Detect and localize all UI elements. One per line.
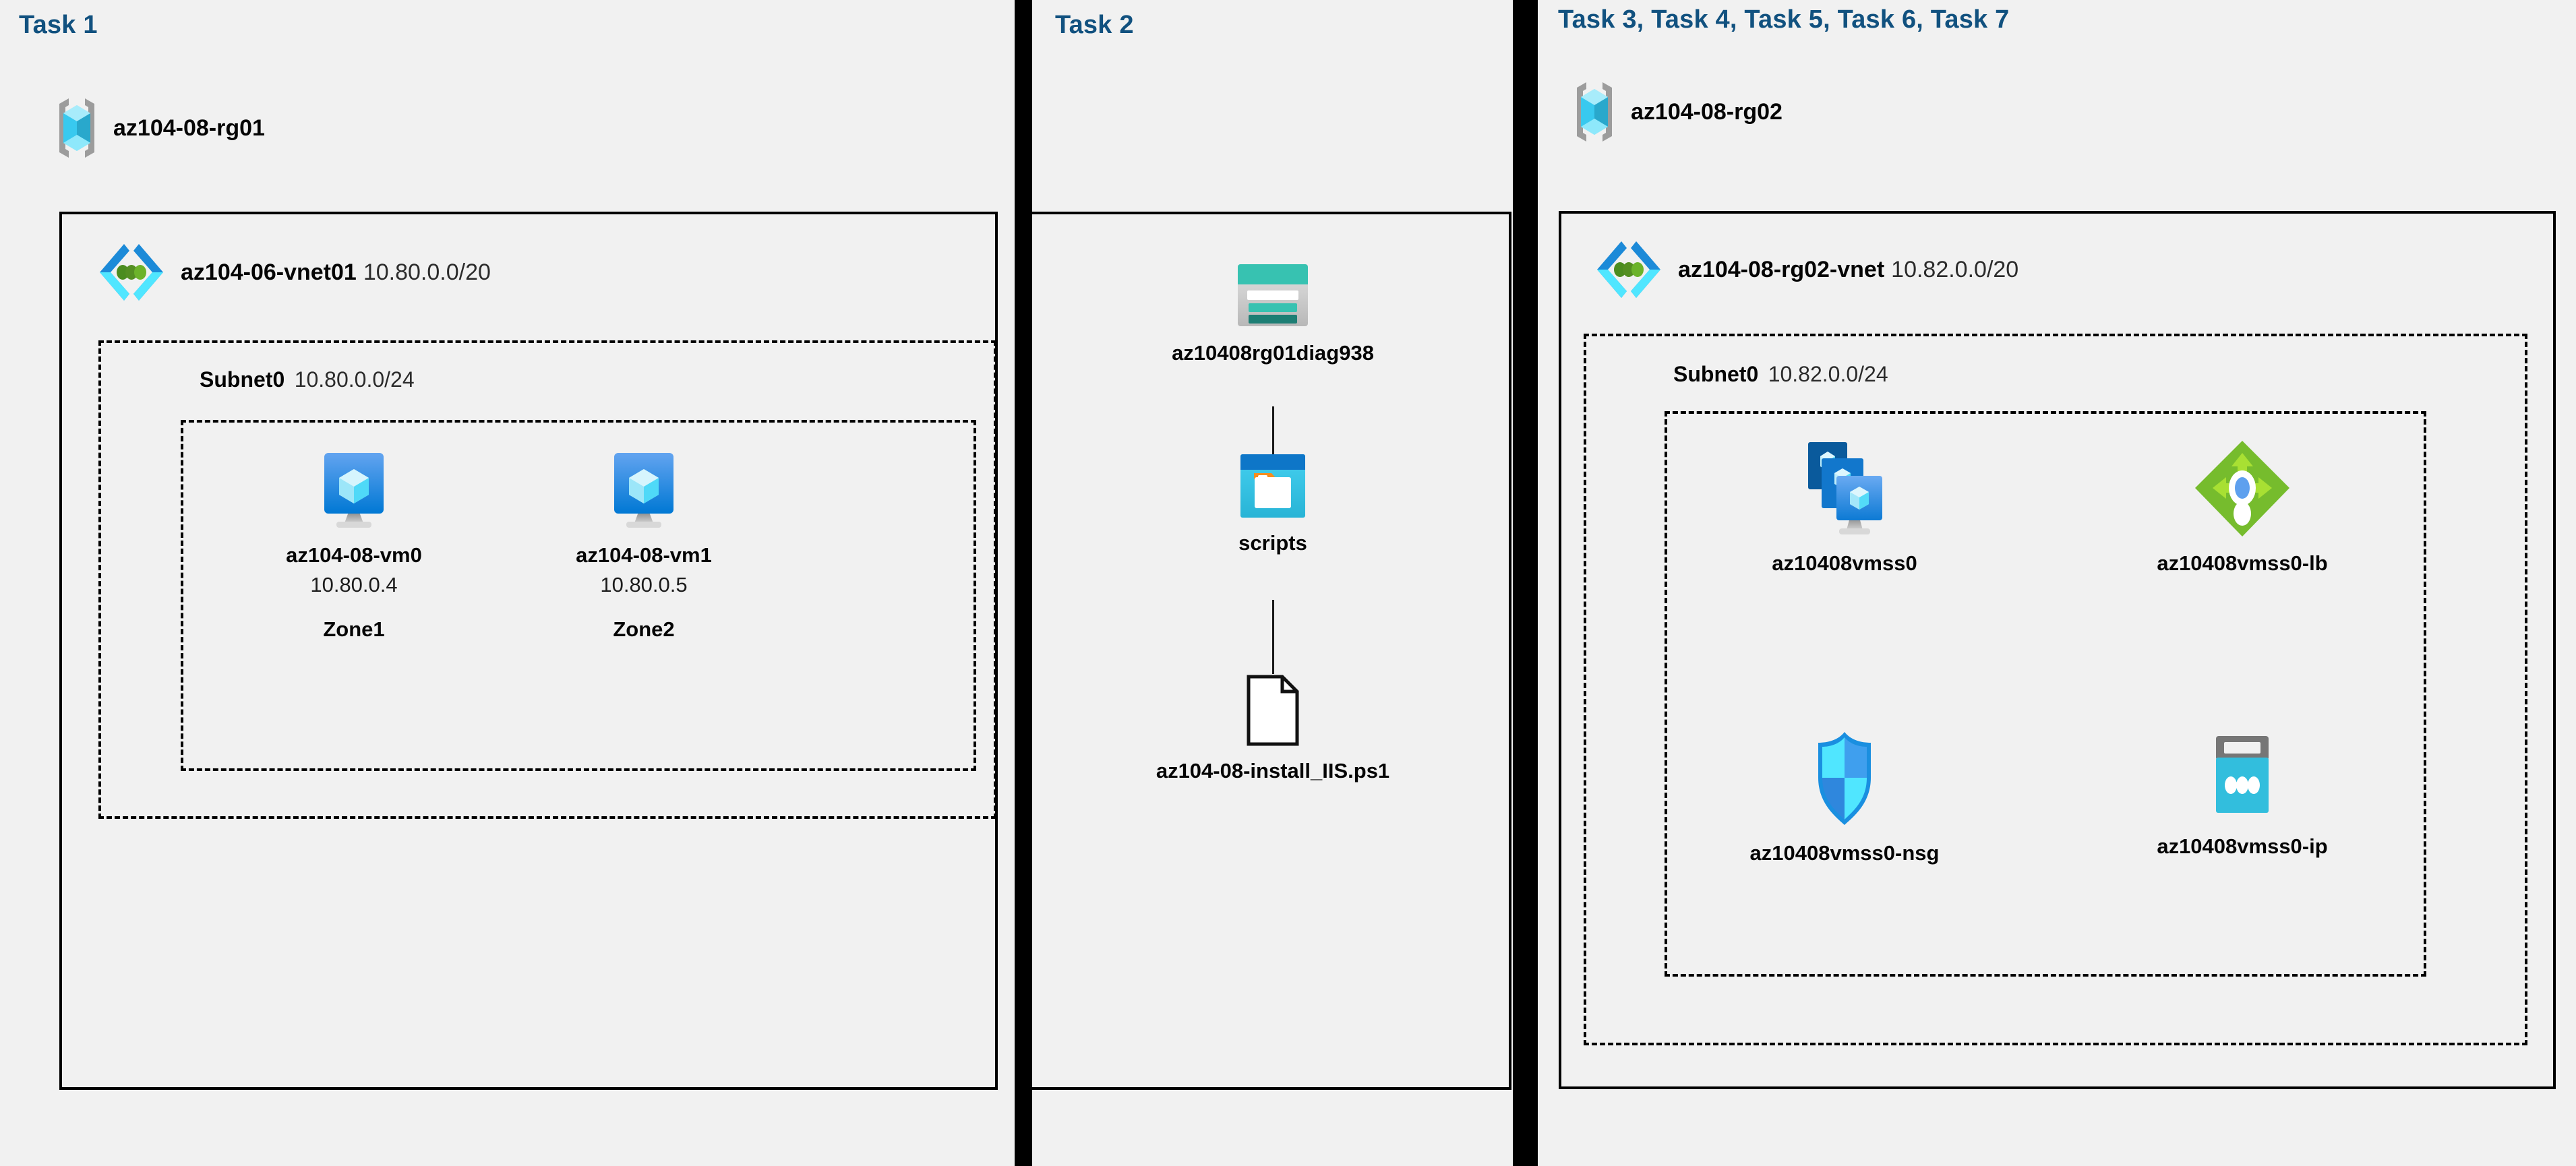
vnet-header-task3: az104-08-rg02-vnet 10.82.0.0/20 [1592, 235, 2018, 305]
vnet-header-task1: az104-06-vnet01 10.80.0.0/20 [94, 237, 491, 307]
blob-container-node[interactable]: scripts [1067, 453, 1478, 557]
vmss-name: az10408vmss0 [1772, 551, 1917, 575]
connector-scripts-to-file [1272, 600, 1274, 674]
public-ip-name: az10408vmss0-ip [2157, 834, 2328, 858]
subnet-cidr-task3: 10.82.0.0/24 [1768, 362, 1888, 386]
vnet-box-task3 [1559, 211, 2556, 1089]
load-balancer-node[interactable]: az10408vmss0-lb [2091, 438, 2394, 577]
subnet-header-task1: Subnet0 10.80.0.0/24 [200, 367, 415, 392]
subnet-header-task3: Subnet0 10.82.0.0/24 [1673, 362, 1888, 387]
virtual-network-icon [1592, 235, 1666, 305]
vnet-box-task1 [59, 212, 998, 1090]
vm-node-0[interactable]: az104-08-vm0 10.80.0.4 Zone1 [270, 449, 438, 642]
resource-group-header-rg01: az104-08-rg01 [53, 96, 265, 160]
script-file-name: az104-08-install_IIS.ps1 [1156, 759, 1390, 783]
nsg-node[interactable]: az10408vmss0-nsg [1693, 728, 1996, 867]
connector-storage-to-scripts [1272, 406, 1274, 462]
vm-name-0: az104-08-vm0 [286, 543, 422, 567]
vmss-resource-group-box [1665, 411, 2426, 977]
task1-title: Task 1 [19, 11, 98, 39]
vmss-node[interactable]: az10408vmss0 [1693, 438, 1996, 577]
resource-group-icon [1570, 80, 1619, 144]
vm-name-1: az104-08-vm1 [576, 543, 712, 567]
storage-account-node[interactable]: az10408rg01diag938 [1067, 262, 1478, 367]
public-ip-address-icon [2207, 728, 2278, 822]
column-task1: Task 1 az104-08-rg01 [0, 0, 1015, 1166]
column-task2: Task 2 [1032, 0, 1513, 1166]
virtual-network-icon [94, 237, 169, 307]
virtual-machine-icon [318, 449, 390, 531]
public-ip-node[interactable]: az10408vmss0-ip [2091, 728, 2394, 860]
task2-content-box [1032, 212, 1511, 1090]
subnet-name-task3: Subnet0 [1673, 362, 1759, 386]
virtual-machine-icon [607, 449, 680, 531]
storage-account-name: az10408rg01diag938 [1172, 341, 1374, 365]
resource-group-name-rg01: az104-08-rg01 [113, 115, 265, 141]
vm-zone-0: Zone1 [323, 617, 385, 641]
blob-container-icon [1239, 453, 1307, 519]
vnet-cidr-task3: 10.82.0.0/20 [1891, 256, 2019, 282]
column-task3to7: Task 3, Task 4, Task 5, Task 6, Task 7 a… [1538, 0, 2576, 1166]
task3to7-title: Task 3, Task 4, Task 5, Task 6, Task 7 [1558, 5, 2010, 34]
nsg-name: az10408vmss0-nsg [1749, 841, 1940, 865]
vm-scale-set-icon [1797, 438, 1892, 539]
column-separator-1 [1015, 0, 1032, 1166]
vm-zone-1: Zone2 [613, 617, 675, 641]
task2-title: Task 2 [1055, 11, 1134, 39]
network-security-group-icon [1807, 728, 1882, 829]
vm-ip-0: 10.80.0.4 [310, 572, 398, 596]
load-balancer-icon [2192, 438, 2292, 539]
vm-node-1[interactable]: az104-08-vm1 10.80.0.5 Zone2 [560, 449, 728, 642]
script-file-node[interactable]: az104-08-install_IIS.ps1 [1067, 674, 1478, 785]
blob-container-name: scripts [1238, 531, 1307, 555]
subnet-box-task1 [98, 340, 996, 819]
subnet-name-task1: Subnet0 [200, 367, 285, 392]
vnet-cidr-task1: 10.80.0.0/20 [363, 259, 491, 285]
load-balancer-name: az10408vmss0-lb [2157, 551, 2328, 575]
column-separator-2 [1513, 0, 1538, 1166]
vnet-name-task1: az104-06-vnet01 [181, 259, 357, 285]
availability-zone-group-box [181, 420, 976, 771]
resource-group-icon [53, 96, 101, 160]
storage-account-icon [1235, 262, 1311, 329]
vnet-name-task3: az104-08-rg02-vnet [1678, 256, 1885, 282]
resource-group-header-rg02: az104-08-rg02 [1570, 80, 1783, 144]
subnet-box-task3 [1584, 334, 2527, 1045]
subnet-cidr-task1: 10.80.0.0/24 [294, 367, 415, 392]
file-icon [1245, 674, 1301, 747]
resource-group-name-rg02: az104-08-rg02 [1631, 98, 1783, 125]
vm-ip-1: 10.80.0.5 [600, 572, 688, 596]
